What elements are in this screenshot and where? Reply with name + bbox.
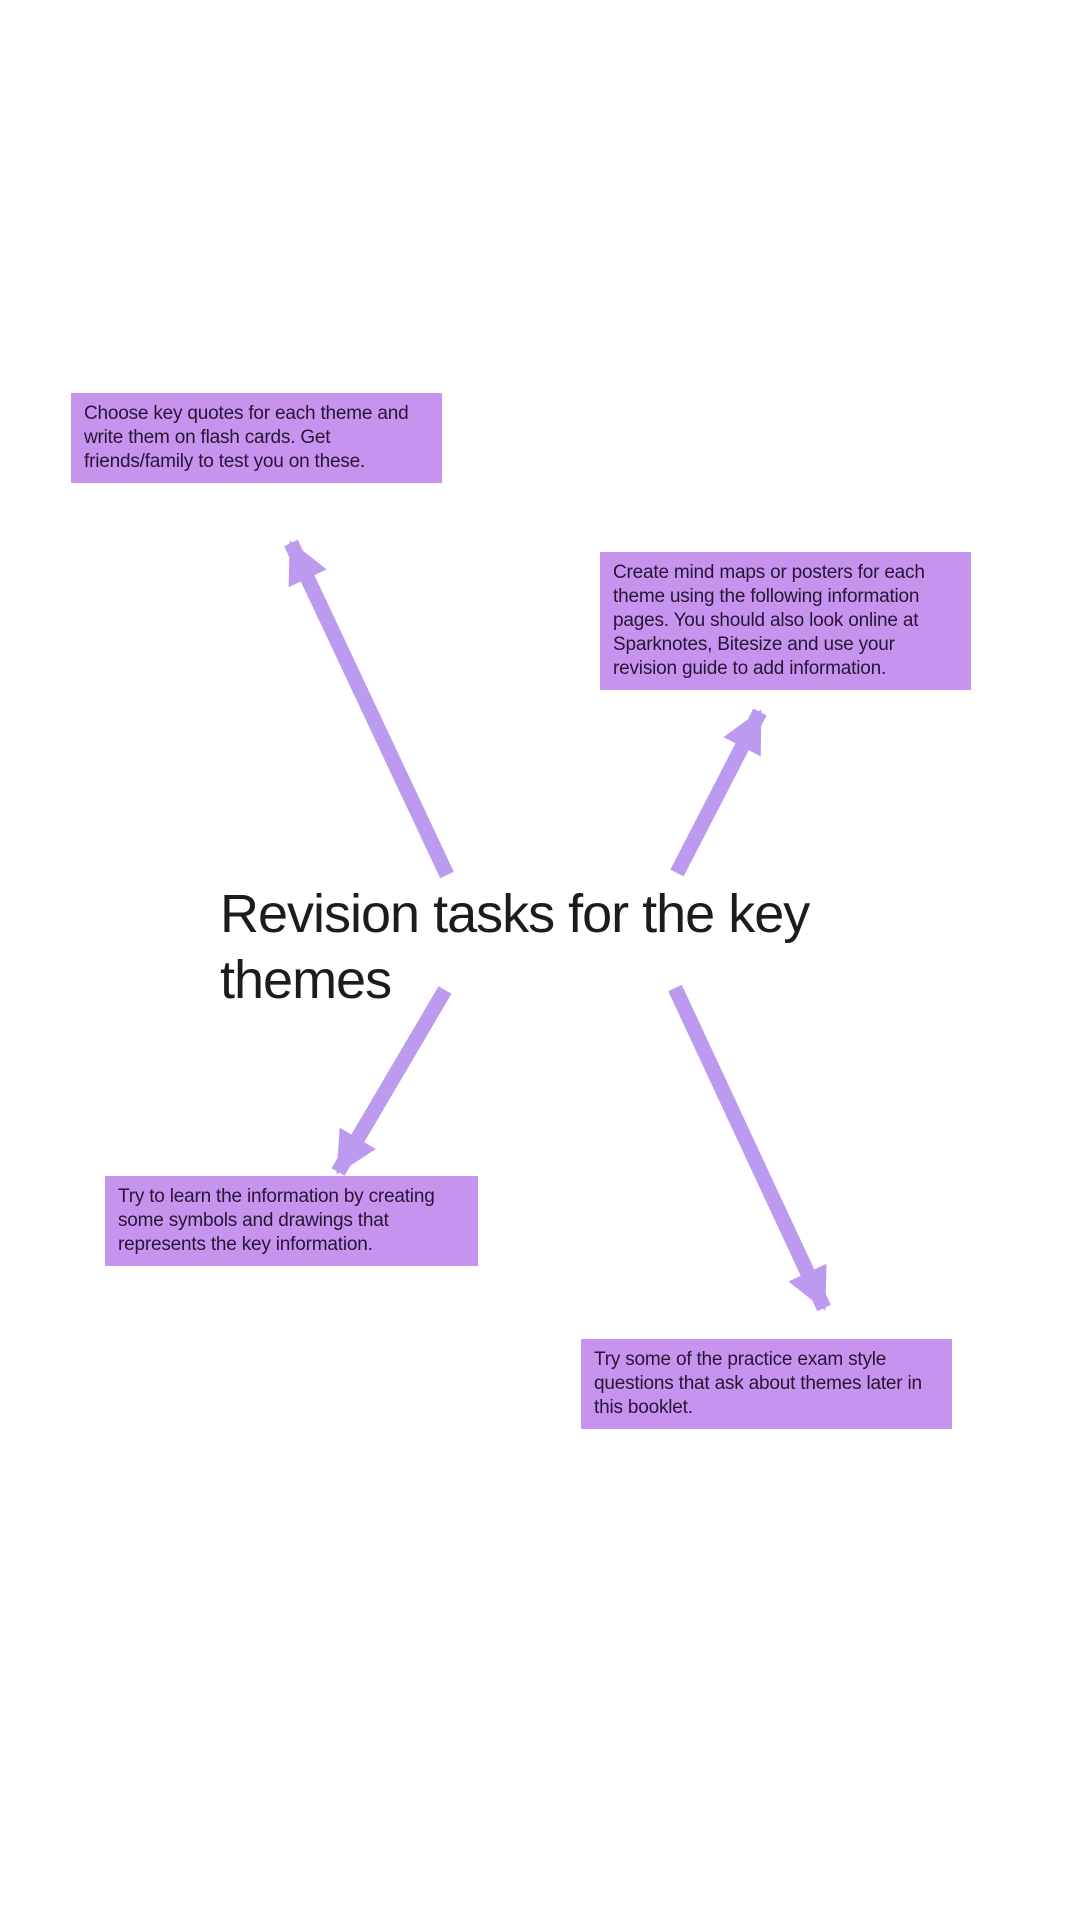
task-box-practice-questions-text: Try some of the practice exam style ques… — [594, 1349, 922, 1418]
task-box-mind-maps-text: Create mind maps or posters for each the… — [613, 562, 925, 679]
task-box-practice-questions: Try some of the practice exam style ques… — [581, 1339, 952, 1429]
page-title: Revision tasks for the key themes — [220, 884, 810, 1010]
arrow-to-symbols-drawings — [331, 986, 452, 1176]
task-box-flash-cards-text: Choose key quotes for each theme and wri… — [84, 403, 409, 472]
arrow-to-mind-maps — [670, 708, 767, 877]
task-box-symbols-drawings: Try to learn the information by creating… — [105, 1176, 478, 1266]
task-box-mind-maps: Create mind maps or posters for each the… — [600, 552, 971, 690]
task-box-symbols-drawings-text: Try to learn the information by creating… — [118, 1186, 435, 1255]
task-box-flash-cards: Choose key quotes for each theme and wri… — [71, 393, 442, 483]
arrow-to-flash-cards — [284, 539, 454, 879]
arrow-to-practice-questions — [668, 984, 831, 1312]
